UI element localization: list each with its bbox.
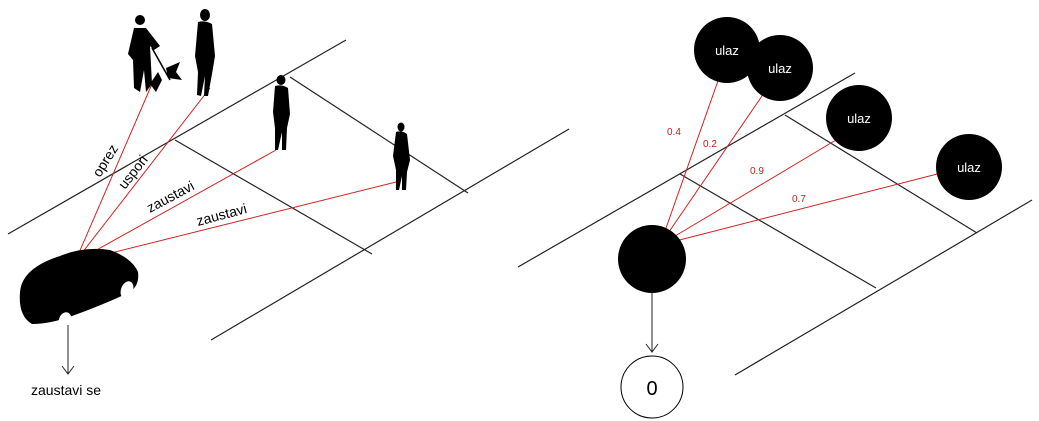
- road-edge-bottom: [734, 199, 1033, 376]
- input-node: ulaz: [694, 17, 760, 83]
- person-icon: [273, 75, 290, 150]
- output-label: zaustavi se: [31, 382, 101, 398]
- input-node: ulaz: [936, 134, 1002, 200]
- output-value: 0: [646, 378, 657, 400]
- output-arrow: [61, 325, 75, 375]
- weight-label-2: 0.2: [703, 139, 717, 150]
- output-arrow: [645, 293, 659, 353]
- left-scene: oprez uspori zaustavi zaustavi: [7, 9, 570, 398]
- ray-zaustavi-2: [74, 180, 401, 263]
- input-node-label: ulaz: [768, 61, 792, 76]
- input-node-label: ulaz: [957, 160, 981, 175]
- road-edge-bottom: [210, 128, 570, 341]
- ray-uspori: [74, 87, 211, 263]
- output-node: 0: [620, 355, 684, 419]
- ray-oprez: [74, 83, 153, 263]
- road-crossline-1: [174, 139, 373, 255]
- ray-label-zaustavi-1: zaustavi: [144, 177, 197, 215]
- weight-label-3: 0.9: [750, 166, 764, 177]
- input-node: ulaz: [826, 85, 892, 151]
- connection-1: [659, 77, 720, 246]
- road-crossline-1: [679, 173, 877, 289]
- person-with-flag-icon: [128, 15, 182, 92]
- road-crossline-2: [289, 76, 469, 194]
- weight-label-4: 0.7: [792, 194, 806, 205]
- car-icon: [19, 248, 139, 328]
- ray-label-oprez: oprez: [89, 141, 121, 179]
- input-node-label: ulaz: [715, 43, 739, 58]
- right-scene: 0.4 0.2 0.9 0.7 ulaz ulaz ulaz ulaz: [517, 17, 1033, 419]
- ray-zaustavi-1: [74, 149, 277, 263]
- ray-label-zaustavi-2: zaustavi: [195, 200, 249, 229]
- weight-label-1: 0.4: [667, 127, 681, 138]
- road-edge-top: [7, 39, 347, 235]
- road-crossline-2: [784, 114, 978, 234]
- connection-2: [659, 92, 765, 246]
- connection-3: [659, 139, 837, 246]
- input-node: ulaz: [747, 35, 813, 101]
- connection-4: [659, 171, 946, 246]
- person-icon: [195, 9, 215, 96]
- person-icon: [393, 122, 410, 190]
- hidden-node: [618, 225, 686, 293]
- input-node-label: ulaz: [847, 111, 871, 126]
